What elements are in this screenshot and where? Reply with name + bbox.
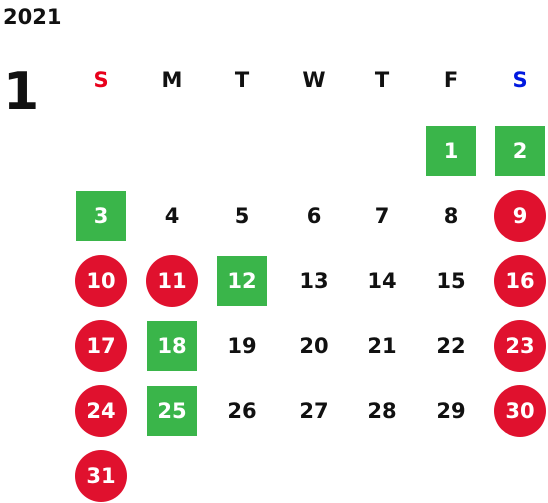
day-25[interactable]: 25 xyxy=(147,386,197,436)
day-27[interactable]: 27 xyxy=(299,399,329,423)
year-label: 2021 xyxy=(3,5,62,29)
day-24[interactable]: 24 xyxy=(75,385,127,437)
weekday-saturday: S xyxy=(512,68,528,92)
day-23[interactable]: 23 xyxy=(494,320,546,372)
day-6[interactable]: 6 xyxy=(306,204,322,228)
day-12[interactable]: 12 xyxy=(217,256,267,306)
day-3[interactable]: 3 xyxy=(76,191,126,241)
day-22[interactable]: 22 xyxy=(436,334,466,358)
day-9[interactable]: 9 xyxy=(494,190,546,242)
day-10[interactable]: 10 xyxy=(75,255,127,307)
weekday-tuesday: T xyxy=(234,68,250,92)
weekday-thursday: T xyxy=(374,68,390,92)
weekday-monday: M xyxy=(161,68,183,92)
day-28[interactable]: 28 xyxy=(367,399,397,423)
day-20[interactable]: 20 xyxy=(299,334,329,358)
weekday-friday: F xyxy=(443,68,459,92)
day-4[interactable]: 4 xyxy=(164,204,180,228)
day-26[interactable]: 26 xyxy=(227,399,257,423)
day-11[interactable]: 11 xyxy=(146,255,198,307)
day-31[interactable]: 31 xyxy=(75,450,127,502)
day-15[interactable]: 15 xyxy=(436,269,466,293)
day-7[interactable]: 7 xyxy=(374,204,390,228)
day-5[interactable]: 5 xyxy=(234,204,250,228)
weekday-sunday: S xyxy=(93,68,109,92)
day-16[interactable]: 16 xyxy=(494,255,546,307)
day-18[interactable]: 18 xyxy=(147,321,197,371)
day-8[interactable]: 8 xyxy=(443,204,459,228)
day-30[interactable]: 30 xyxy=(494,385,546,437)
weekday-wednesday: W xyxy=(302,68,326,92)
day-1[interactable]: 1 xyxy=(426,126,476,176)
day-17[interactable]: 17 xyxy=(75,320,127,372)
day-2[interactable]: 2 xyxy=(495,126,545,176)
day-19[interactable]: 19 xyxy=(227,334,257,358)
day-14[interactable]: 14 xyxy=(367,269,397,293)
day-29[interactable]: 29 xyxy=(436,399,466,423)
day-13[interactable]: 13 xyxy=(299,269,329,293)
day-21[interactable]: 21 xyxy=(367,334,397,358)
month-number: 1 xyxy=(3,62,40,122)
